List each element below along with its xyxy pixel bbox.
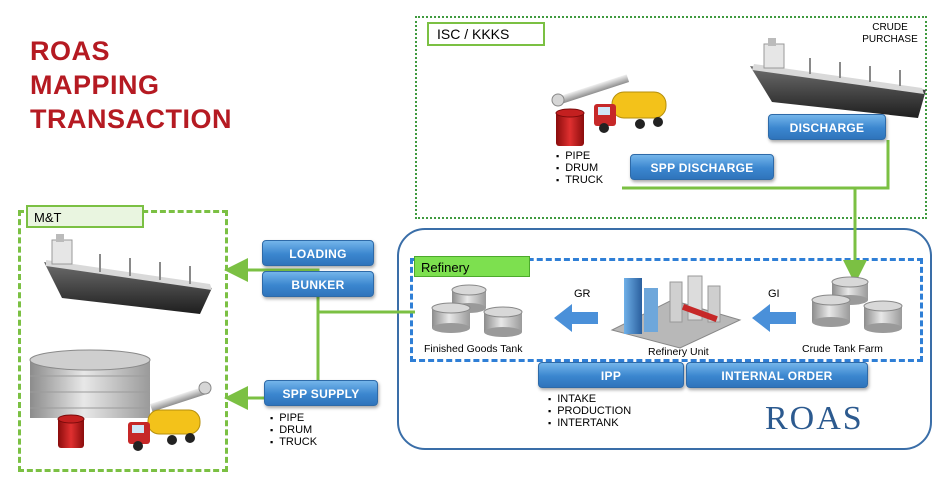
gi-arrow-icon <box>752 304 796 332</box>
title-line-2: MAPPING <box>30 70 160 100</box>
list-item: PIPE <box>270 412 317 424</box>
isc-zone <box>415 16 927 219</box>
crude-tank-farm-label: Crude Tank Farm <box>802 343 883 355</box>
finished-goods-label: Finished Goods Tank <box>424 343 523 355</box>
isc-transport-icon <box>551 74 667 146</box>
mt-modes-list: PIPE DRUM TRUCK <box>270 412 317 448</box>
discharge-button[interactable]: DISCHARGE <box>768 114 886 140</box>
bunker-button[interactable]: BUNKER <box>262 271 374 297</box>
gr-arrow-icon <box>554 304 598 332</box>
gi-label: GI <box>768 288 780 300</box>
list-item: DRUM <box>556 162 603 174</box>
crude-purchase-label: CRUDE PURCHASE <box>860 22 920 46</box>
refinery-zone <box>410 258 923 362</box>
list-item: INTERTANK <box>548 417 631 429</box>
crude-tank-farm-icon <box>811 276 903 333</box>
isc-modes-list: PIPE DRUM TRUCK <box>556 150 603 186</box>
refinery-unit-icon <box>610 275 742 349</box>
connector-crude-to-tankfarm <box>622 140 890 284</box>
list-item: INTAKE <box>548 393 631 405</box>
loading-button[interactable]: LOADING <box>262 240 374 266</box>
mt-truck-icon <box>128 409 201 451</box>
mt-drum-icon <box>57 414 85 448</box>
list-item: PRODUCTION <box>548 405 631 417</box>
isc-truck-icon <box>594 91 667 133</box>
diagram-title: ROAS MAPPING TRANSACTION <box>30 34 232 136</box>
ipp-button[interactable]: IPP <box>538 362 684 388</box>
list-item: TRUCK <box>556 174 603 186</box>
crude-purchase-line-2: PURCHASE <box>862 34 918 45</box>
title-line-1: ROAS <box>30 36 111 66</box>
list-item: TRUCK <box>270 436 317 448</box>
refinery-zone-label: Refinery <box>414 256 530 277</box>
mt-zone-label: M&T <box>26 205 144 228</box>
crude-purchase-line-1: CRUDE <box>872 22 908 33</box>
mt-ship-icon <box>44 234 212 314</box>
internal-order-button[interactable]: INTERNAL ORDER <box>686 362 868 388</box>
spp-discharge-button[interactable]: SPP DISCHARGE <box>630 154 774 180</box>
isc-zone-label: ISC / KKKS <box>427 22 545 46</box>
list-item: PIPE <box>556 150 603 162</box>
roas-zone <box>397 228 932 450</box>
title-line-3: TRANSACTION <box>30 104 232 134</box>
gr-label: GR <box>574 288 591 300</box>
refinery-unit-label: Refinery Unit <box>648 346 709 358</box>
mt-transport-icon <box>57 381 212 451</box>
spp-supply-button[interactable]: SPP SUPPLY <box>264 380 378 406</box>
mt-storage-tank-icon <box>29 349 151 418</box>
finished-goods-tank-icon <box>431 284 523 337</box>
roas-zone-label: ROAS <box>765 400 864 437</box>
isc-drum-icon <box>555 108 585 146</box>
crude-ship-icon <box>750 38 926 118</box>
ipp-items-list: INTAKE PRODUCTION INTERTANK <box>548 393 631 429</box>
list-item: DRUM <box>270 424 317 436</box>
